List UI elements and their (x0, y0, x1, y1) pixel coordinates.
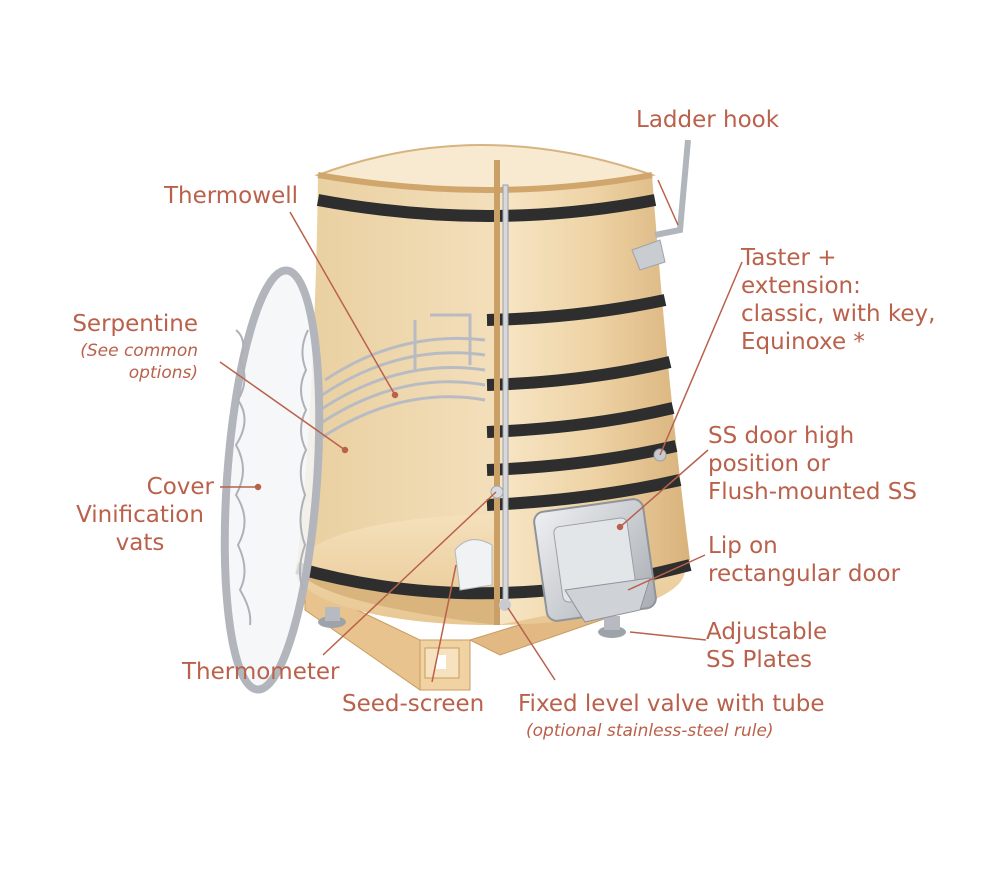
seed-screen-part (454, 539, 493, 591)
label-taster-line: extension: (741, 273, 861, 299)
label-thermowell: Thermowell (163, 183, 298, 209)
label-seed-screen: Seed-screen (342, 691, 485, 717)
label-taster-line: classic, with key, (741, 301, 936, 327)
thermometer-tube (490, 184, 511, 611)
label-ss-door-line: SS door high (708, 423, 855, 449)
label-cover: Cover Vinification vats (60, 473, 220, 557)
label-lip-line: Lip on (708, 533, 778, 559)
label-serpentine-note-line: (See common (80, 341, 198, 361)
label-ss-door: SS door high position or Flush-mounted S… (708, 422, 917, 506)
label-plates-line: SS Plates (706, 647, 813, 673)
ss-door (533, 498, 657, 623)
label-cover-line: Cover (146, 474, 214, 500)
label-valve: Fixed level valve with tube (518, 691, 825, 717)
label-serpentine-note-line: options) (128, 363, 198, 383)
label-plates: Adjustable SS Plates (706, 618, 827, 674)
cover-lid (220, 266, 324, 694)
label-ss-door-line: position or (708, 451, 830, 477)
label-valve-note: (optional stainless-steel rule) (526, 721, 774, 741)
label-plates-line: Adjustable (706, 619, 828, 645)
label-lip-line: rectangular door (708, 561, 901, 587)
label-cover-line: Vinification (76, 502, 204, 528)
label-lip: Lip on rectangular door (708, 532, 900, 588)
label-taster-line: Equinoxe * (741, 329, 865, 355)
label-taster-line: Taster + (741, 245, 837, 271)
label-serpentine-note: (See common options) (40, 340, 198, 384)
serpentine-coil (317, 313, 486, 442)
leader-lines (219, 179, 743, 683)
label-ss-door-line: Flush-mounted SS (708, 479, 917, 505)
label-taster: Taster + extension: classic, with key, E… (741, 244, 935, 356)
hoops (295, 194, 692, 600)
label-ladder-hook: Ladder hook (636, 107, 780, 133)
ladder-hook (631, 139, 691, 271)
label-cover-line: vats (115, 530, 165, 556)
label-thermometer: Thermometer (182, 659, 340, 685)
label-serpentine: Serpentine (72, 311, 198, 337)
